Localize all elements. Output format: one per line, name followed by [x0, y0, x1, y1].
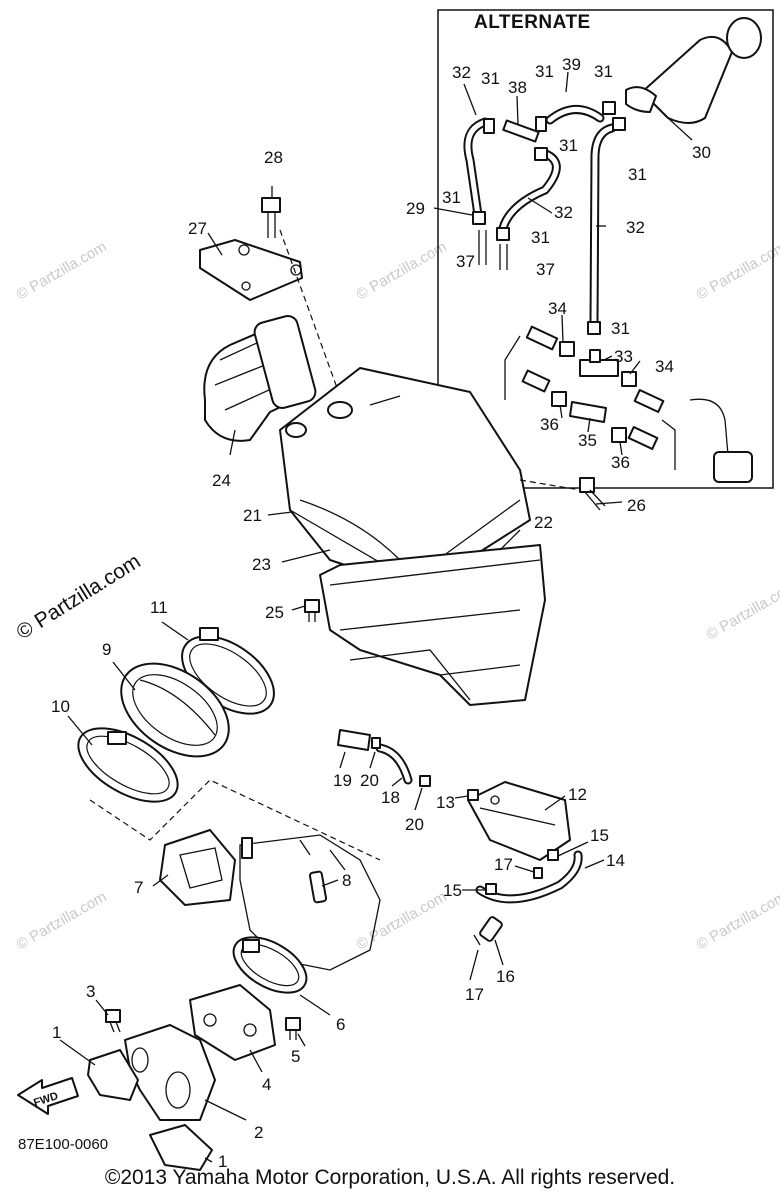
callout-7: 7 [134, 878, 143, 897]
alternate-fuel-parts [463, 17, 762, 483]
callout-14: 14 [606, 851, 625, 870]
diagram-code: 87E100-0060 [18, 1136, 109, 1153]
callout-27: 27 [188, 219, 207, 238]
callout-36a: 36 [540, 415, 559, 434]
callout-10: 10 [51, 697, 70, 716]
callout-37b: 37 [536, 260, 555, 279]
callout-31b: 31 [535, 62, 554, 81]
callout-24: 24 [212, 471, 231, 490]
leader-lines [59, 71, 693, 1163]
alternate-title: ALTERNATE [474, 12, 591, 33]
callout-32c: 32 [626, 218, 645, 237]
alternate-frame [437, 9, 774, 489]
callout-16: 16 [496, 967, 515, 986]
callout-21: 21 [243, 506, 262, 525]
watermark: © Partzilla.com [14, 888, 110, 953]
callout-36b: 36 [611, 453, 630, 472]
callout-38: 38 [508, 78, 527, 97]
watermark: © Partzilla.com [694, 888, 780, 953]
callout-31f: 31 [442, 188, 461, 207]
watermark: © Partzilla.com [14, 238, 110, 303]
callout-25: 25 [265, 603, 284, 622]
callout-31h: 31 [611, 319, 630, 338]
callout-12: 12 [568, 785, 587, 804]
callout-22: 22 [534, 513, 553, 532]
callout-31a: 31 [481, 69, 500, 88]
callout-23: 23 [252, 555, 271, 574]
callout-6: 6 [336, 1015, 345, 1034]
callout-19: 19 [333, 771, 352, 790]
callout-33: 33 [614, 347, 633, 366]
callout-15a: 15 [590, 826, 609, 845]
callout-32a: 32 [452, 63, 471, 82]
callout-20a: 20 [360, 771, 379, 790]
callout-30: 30 [692, 143, 711, 162]
callout-4: 4 [262, 1075, 271, 1094]
callout-20b: 20 [405, 815, 424, 834]
callout-26: 26 [627, 496, 646, 515]
callout-1b: 1 [218, 1152, 227, 1171]
callout-29: 29 [406, 199, 425, 218]
callout-28: 28 [264, 148, 283, 167]
callout-15b: 15 [443, 881, 462, 900]
callout-35: 35 [578, 431, 597, 450]
partzilla-watermark: © Partzilla.com [12, 550, 144, 644]
watermark: © Partzilla.com [354, 238, 450, 303]
main-parts: FWD [17, 197, 606, 1171]
callout-37a: 37 [456, 252, 475, 271]
callout-13: 13 [436, 793, 455, 812]
callout-31e: 31 [628, 165, 647, 184]
callout-34a: 34 [548, 299, 567, 318]
callout-11: 11 [150, 598, 168, 617]
callout-8: 8 [342, 871, 351, 890]
callout-18: 18 [381, 788, 400, 807]
callout-39: 39 [562, 55, 581, 74]
callout-31g: 31 [531, 228, 550, 247]
watermark: © Partzilla.com [694, 238, 780, 303]
callout-17a: 17 [494, 855, 513, 874]
callout-2: 2 [254, 1123, 263, 1142]
callout-3: 3 [86, 982, 95, 1001]
watermark: © Partzilla.com [354, 888, 450, 953]
callout-17b: 17 [465, 985, 484, 1004]
copyright-notice: ©2013 Yamaha Motor Corporation, U.S.A. A… [104, 1166, 676, 1189]
callout-32b: 32 [554, 203, 573, 222]
callout-31d: 31 [559, 136, 578, 155]
callout-1a: 1 [52, 1023, 61, 1042]
callout-5: 5 [291, 1047, 300, 1066]
callout-34b: 34 [655, 357, 674, 376]
watermark: © Partzilla.com [704, 578, 780, 643]
callout-31c: 31 [594, 62, 613, 81]
callout-labels: 28 27 24 21 22 23 25 26 11 9 10 7 8 6 5 … [51, 55, 711, 1171]
callout-9: 9 [102, 640, 111, 659]
